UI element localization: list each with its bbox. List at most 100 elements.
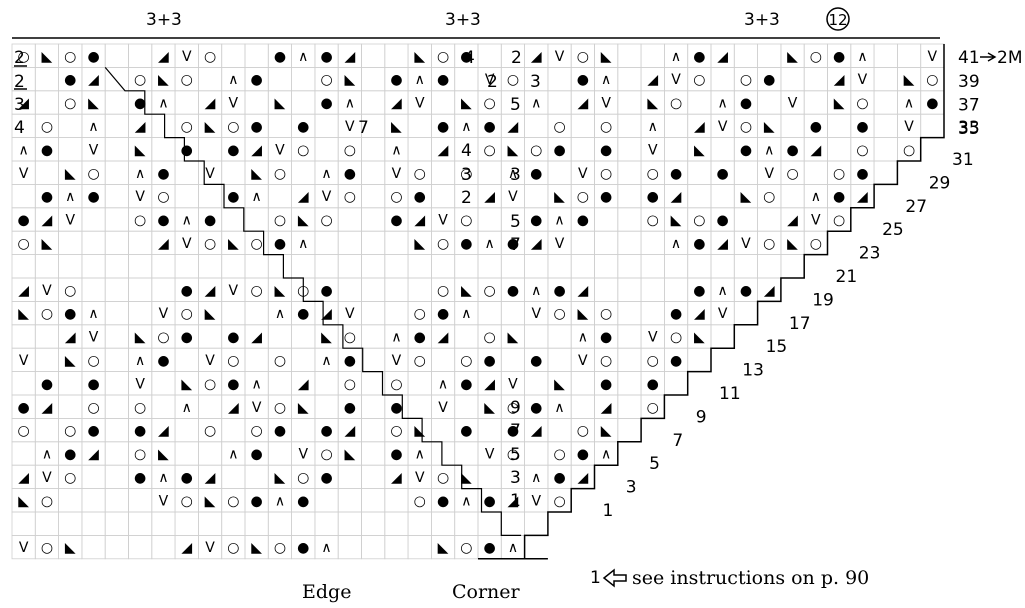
grid-cell: [361, 277, 386, 302]
center-number: 2: [461, 188, 472, 208]
stitch-symbol: ○: [647, 166, 659, 182]
grid-cell: [664, 277, 689, 302]
grid-cell: [128, 300, 153, 326]
instruction-note: 1 see instructions on p. 90: [590, 567, 869, 589]
stitch-symbol: ○: [204, 49, 216, 65]
stitch-symbol: V: [648, 330, 658, 346]
stitch-symbol: ◢: [717, 49, 728, 65]
grid-cell: [221, 300, 246, 326]
stitch-symbol: V: [89, 142, 99, 158]
grid-cell: [454, 511, 479, 536]
row-label: 5: [649, 454, 660, 474]
grid-cell: [361, 90, 386, 115]
grid-cell: [664, 371, 689, 396]
stitch-symbol: ●: [157, 166, 169, 182]
grid-cell: [524, 183, 549, 209]
arrow-left-icon: [602, 568, 627, 588]
left-row-numbers: 2 2 3 4: [14, 48, 27, 138]
stitch-symbol: ◣: [65, 166, 76, 182]
grid-cell: [733, 160, 758, 185]
row-label: 31: [952, 150, 974, 170]
grid-cell: [128, 277, 153, 302]
stitch-symbol: ○: [134, 213, 146, 229]
grid-cell: [11, 254, 36, 279]
center-number: 2: [487, 72, 498, 92]
stitch-symbol: ●: [181, 283, 193, 299]
stitch-symbol: ○: [134, 447, 146, 463]
stitch-symbol: V: [205, 540, 215, 556]
stitch-symbol: ○: [670, 96, 682, 112]
stitch-symbol: V: [741, 236, 751, 252]
stitch-symbol: ●: [460, 236, 472, 252]
stitch-symbol: ∧: [321, 353, 331, 369]
grid-cell: [151, 113, 176, 138]
stitch-symbol: ●: [670, 353, 682, 369]
stitch-symbol: ∧: [228, 72, 238, 88]
grid-cell: [221, 207, 246, 232]
stitch-symbol: ●: [507, 236, 519, 252]
grid-cell: [34, 324, 59, 349]
note-row-number: 1: [590, 568, 601, 588]
stitch-symbol: ◣: [344, 72, 355, 88]
row-label: 39: [958, 72, 980, 92]
stitch-symbol: ●: [87, 49, 99, 65]
grid-cell: [104, 441, 129, 466]
stitch-symbol: ◢: [298, 376, 309, 392]
stitch-symbol: ∧: [88, 306, 98, 322]
grid-cell: [617, 43, 642, 68]
stitch-symbol: ◣: [135, 142, 146, 158]
grid-cell: [104, 183, 129, 209]
stitch-symbol: ◢: [438, 330, 449, 346]
grid-cell: [58, 488, 83, 513]
circled-number-ring: [826, 7, 850, 31]
stitch-symbol: ●: [157, 353, 169, 369]
stitch-symbol: ∧: [508, 540, 518, 556]
arrow-right-icon: [980, 52, 997, 62]
stitch-symbol: ○: [763, 236, 775, 252]
grid-cell: [361, 137, 386, 162]
stitch-symbol: V: [671, 72, 681, 88]
stitch-symbol: ◢: [228, 400, 239, 416]
stitch-symbol: ◢: [135, 119, 146, 135]
stitch-symbol: ○: [297, 142, 309, 158]
grid-cell: [477, 254, 502, 279]
grid-cell: [104, 43, 129, 68]
stitch-symbol: ◣: [647, 96, 658, 112]
stitch-symbol: ○: [251, 423, 263, 439]
stitch-symbol: ∧: [671, 236, 681, 252]
row-label: 17: [789, 314, 811, 334]
stitch-symbol: ∧: [764, 142, 774, 158]
grid-cell: [58, 230, 83, 255]
row-label: 1: [603, 501, 614, 521]
grid-cell: [384, 43, 409, 68]
stitch-symbol: ○: [320, 213, 332, 229]
grid-cell: [477, 300, 502, 326]
grid-cell: [58, 394, 83, 419]
stitch-symbol: ○: [274, 166, 286, 182]
stitch-symbol: ●: [181, 470, 193, 486]
stitch-symbol: ○: [553, 447, 565, 463]
header: 3+3 3+3 3+3 12: [12, 7, 940, 39]
stitch-symbols: ○◣○●◢V○●∧●◢◣○●◢V○◣∧●◢◣○●∧V●◢○◣○∧●○◣●∧●V○…: [18, 49, 939, 556]
stitch-symbol: ∧: [298, 49, 308, 65]
grid-cell: [291, 417, 316, 443]
stitch-symbol: V: [159, 493, 169, 509]
stitch-symbol: V: [159, 306, 169, 322]
grid-cell: [897, 43, 922, 68]
stitch-symbol: ○: [600, 166, 612, 182]
stitch-symbol: V: [858, 72, 868, 88]
stitch-symbol: ◢: [531, 423, 542, 439]
stitch-symbol: ○: [390, 376, 402, 392]
center-number: 2: [511, 48, 522, 68]
stitch-symbol: ◢: [484, 189, 495, 205]
stitch-symbol: ●: [600, 189, 612, 205]
grid-cell: [81, 230, 106, 255]
grid-cell: [337, 511, 362, 536]
stitch-symbol: ◢: [647, 72, 658, 88]
stitch-symbol: ◢: [42, 400, 53, 416]
grid-cell: [244, 511, 269, 536]
grid-cell: [267, 113, 292, 138]
stitch-symbol: V: [578, 353, 588, 369]
stitch-symbol: ◣: [484, 400, 495, 416]
grid-cell: [361, 67, 386, 92]
